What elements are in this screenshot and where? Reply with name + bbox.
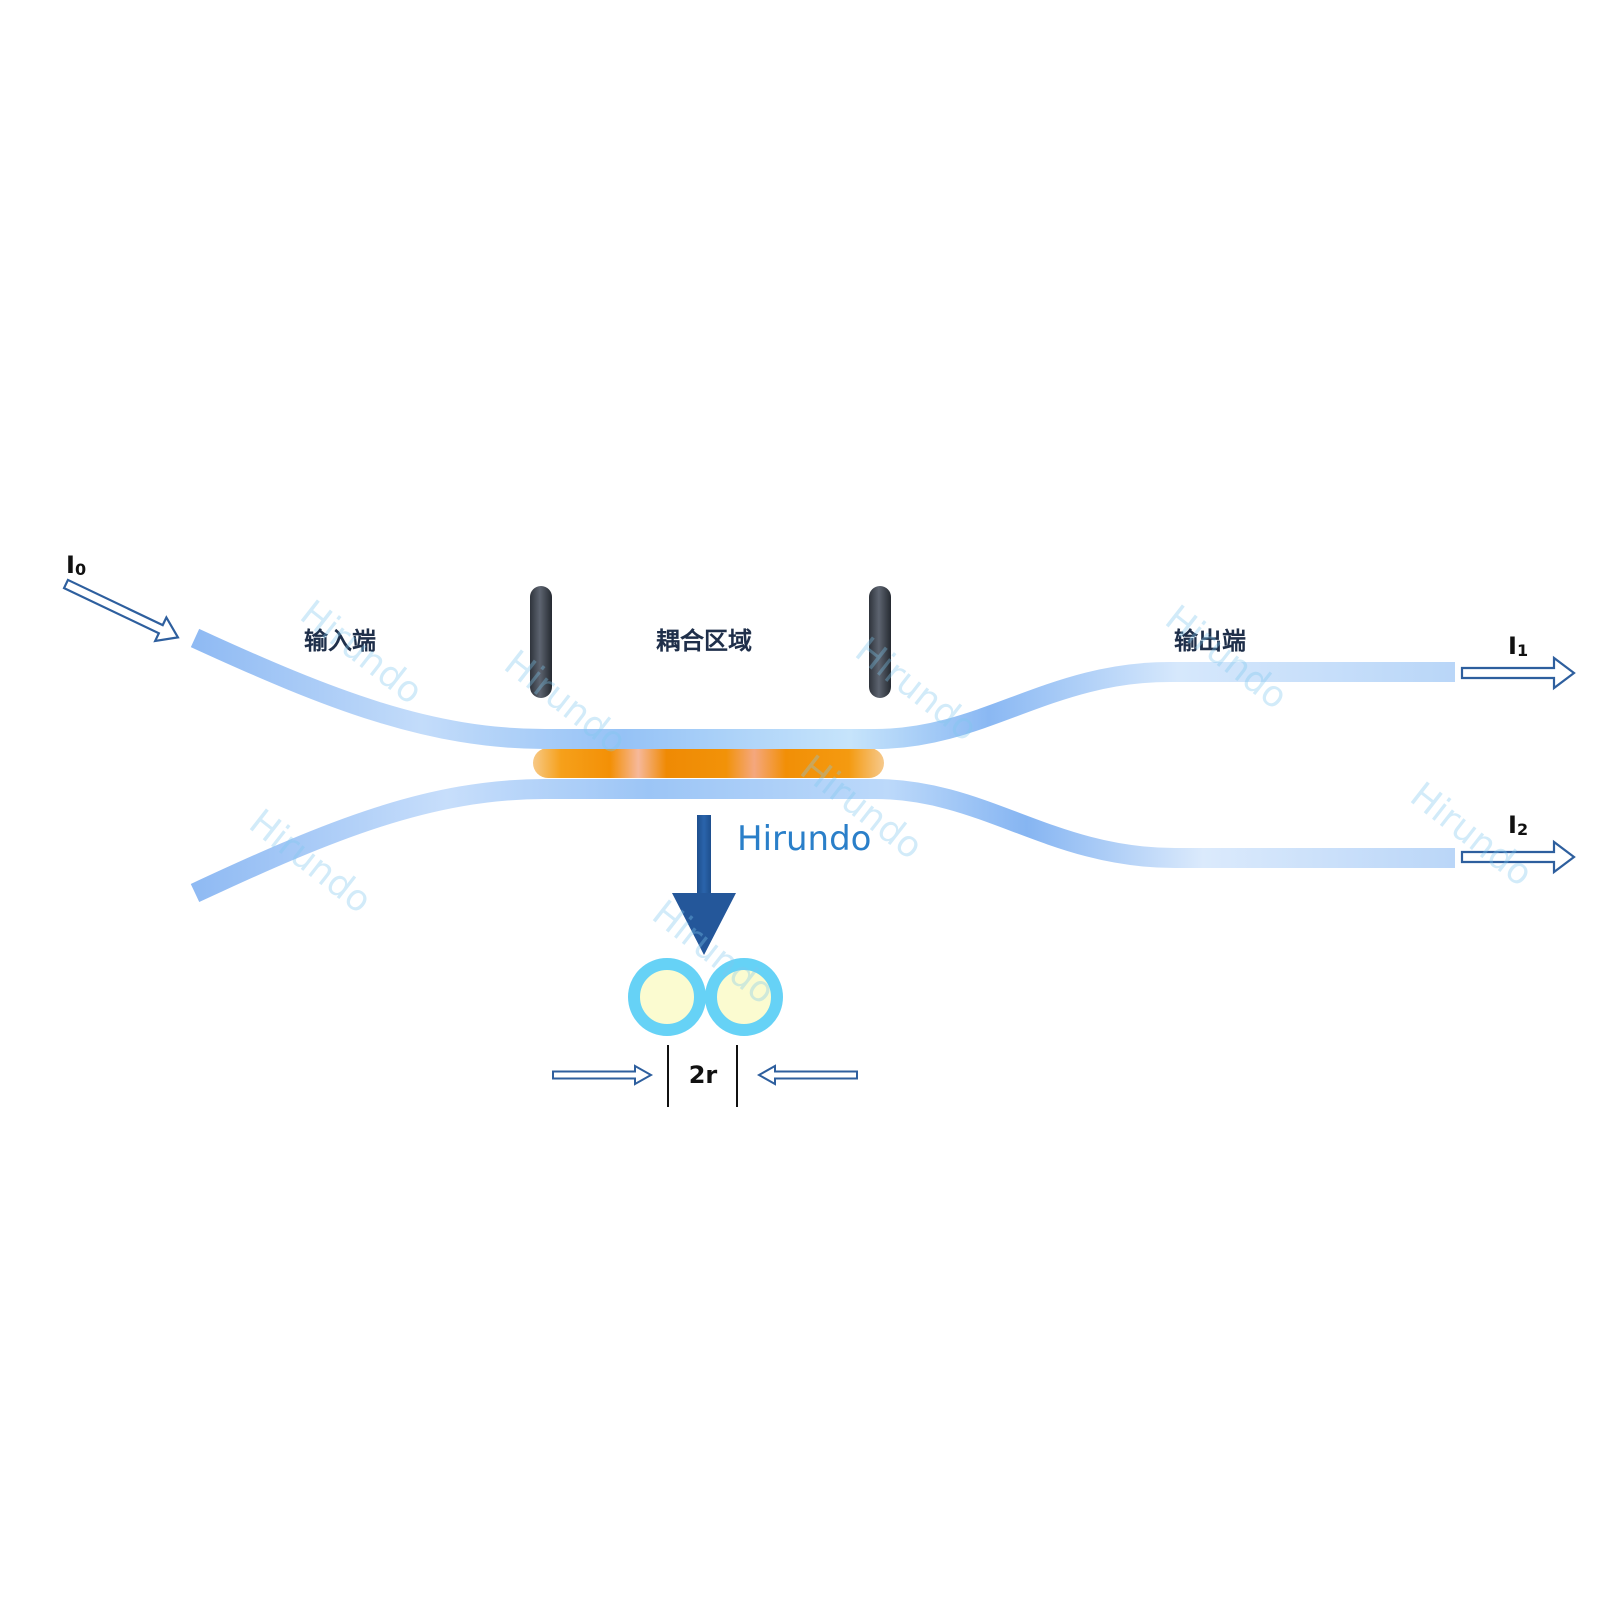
output-arrow-1-icon — [1460, 655, 1576, 691]
fiber-left-cross-section — [628, 958, 706, 1036]
hirundo-logo: Hirundo — [737, 819, 871, 859]
coupling-region-label: 耦合区域 — [656, 627, 752, 655]
diameter-label: 2r — [689, 1061, 718, 1089]
down-arrow-icon — [672, 815, 736, 955]
output-arrow-2-icon — [1460, 839, 1576, 875]
fiber-cross-section-icon — [628, 958, 783, 1036]
dimension-arrow-left-icon — [552, 1064, 654, 1086]
watermark: Hirundo — [1157, 598, 1294, 718]
input-intensity-label: I0 — [66, 551, 86, 579]
fiber-bottom — [190, 779, 1455, 903]
dimension-arrow-right-icon — [756, 1064, 858, 1086]
coupling-glow — [533, 748, 884, 778]
output-intensity-2-label: I2 — [1508, 811, 1528, 839]
fiber-top — [190, 628, 1455, 749]
input-end-label: 输入端 — [304, 627, 376, 655]
output-end-label: 输出端 — [1174, 627, 1246, 655]
fiber-right-cross-section — [705, 958, 783, 1036]
output-intensity-1-label: I1 — [1508, 632, 1528, 660]
input-arrow-icon — [62, 578, 180, 643]
clamp-right — [869, 586, 891, 698]
clamp-left — [530, 586, 552, 698]
